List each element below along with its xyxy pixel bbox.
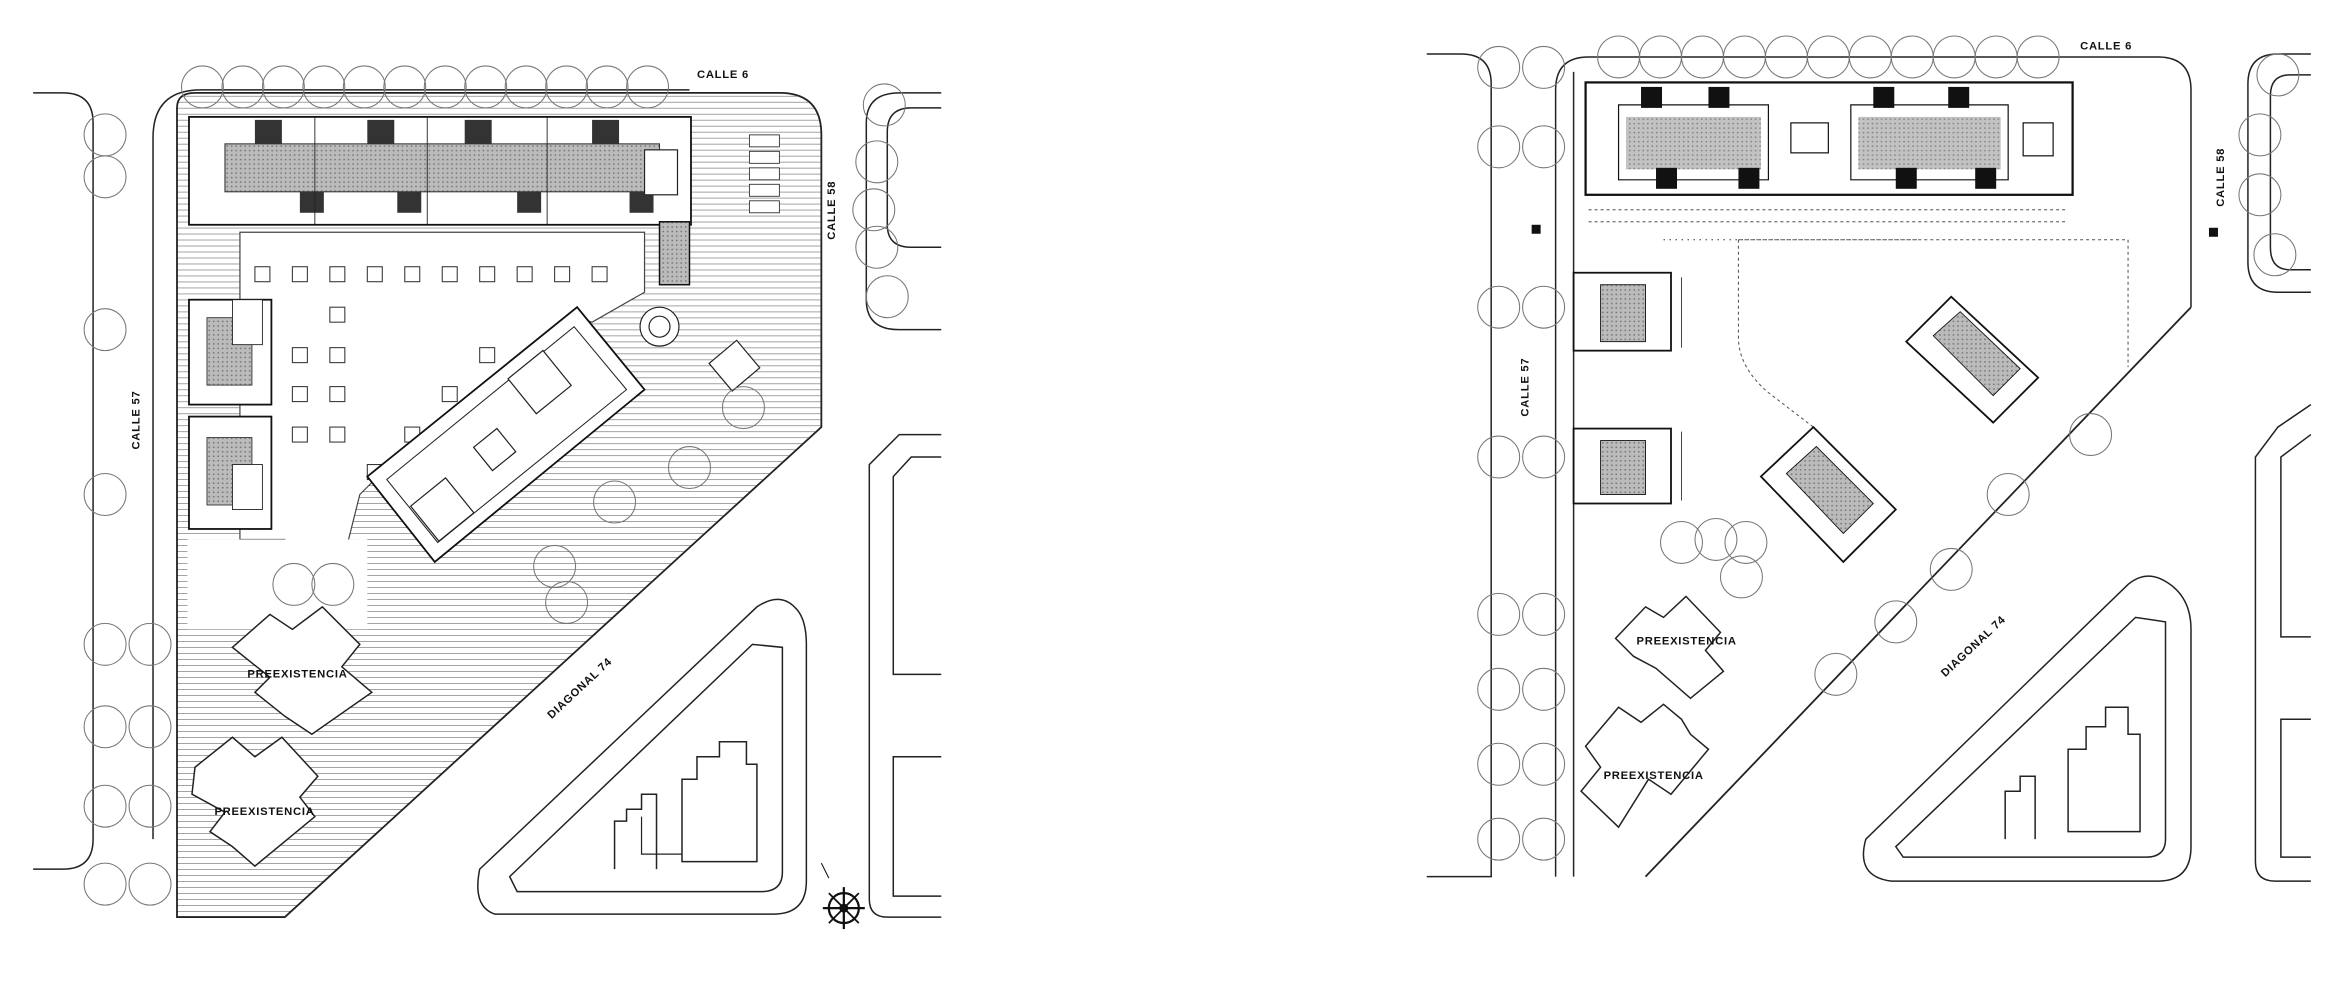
right-street-curb-west: [1426, 53, 1492, 878]
right-triangle-block: [1862, 575, 2192, 882]
left-housing-block-diagonal: [366, 305, 646, 564]
left-label-calle-58: CALLE 58: [826, 181, 838, 240]
right-marker-east: [2208, 227, 2218, 237]
left-preexistencia-building-upper: [231, 605, 374, 736]
right-label-preexistencia-lower: PREEXISTENCIA: [1604, 770, 1704, 782]
right-label-calle-57: CALLE 57: [1520, 358, 1532, 417]
right-housing-block-north: [1584, 81, 2074, 241]
right-label-preexistencia-upper: PREEXISTENCIA: [1637, 635, 1737, 647]
left-east-block: [865, 92, 942, 331]
left-label-preexistencia-lower: PREEXISTENCIA: [214, 806, 314, 818]
right-marker-west: [1531, 224, 1541, 234]
left-east-block-lower: [868, 433, 942, 918]
left-parking: [748, 134, 780, 214]
left-stair-core: [658, 221, 691, 286]
north-compass-icon: [820, 862, 865, 930]
left-housing-block-north: [188, 115, 692, 226]
right-east-block-lower: [2254, 403, 2312, 882]
left-triangle-block: [477, 598, 808, 915]
left-label-calle-57: CALLE 57: [131, 391, 143, 450]
right-courtyard-path: [1737, 239, 2129, 428]
left-label-preexistencia-upper: PREEXISTENCIA: [247, 668, 347, 680]
left-courtyard-lower: [187, 539, 368, 630]
right-trees-interior: [1659, 413, 2113, 696]
right-label-calle-58: CALLE 58: [2215, 148, 2227, 207]
left-courtyard-planters: [254, 266, 608, 481]
left-label-calle-6: CALLE 6: [697, 69, 749, 81]
right-housing-block-diagonal-upper: [1904, 295, 2040, 424]
right-preexistencia-building-lower: [1580, 703, 1710, 829]
left-housing-block-west: [188, 298, 273, 530]
right-site-plan: CALLE 6 CALLE 58 CALLE 57 DIAGONAL 74 PR…: [1426, 35, 2312, 882]
right-label-diagonal-74: DIAGONAL 74: [1939, 614, 2008, 680]
right-preexistencia-building-upper: [1614, 595, 1725, 700]
right-label-calle-6: CALLE 6: [2080, 40, 2132, 52]
left-site-plan: CALLE 6 CALLE 58 CALLE 57 DIAGONAL 74 PR…: [33, 65, 942, 930]
left-trees-west: [83, 113, 172, 906]
right-east-block: [2247, 53, 2311, 293]
left-street-curb-west: [33, 92, 94, 870]
left-street-curb-west-inner: [152, 89, 690, 840]
right-housing-block-diagonal-lower: [1759, 425, 1898, 564]
right-housing-block-west: [1572, 271, 1682, 505]
left-pavilion: [708, 339, 761, 392]
left-trees-east: [852, 83, 909, 319]
left-preexistencia-building-lower: [191, 736, 319, 868]
